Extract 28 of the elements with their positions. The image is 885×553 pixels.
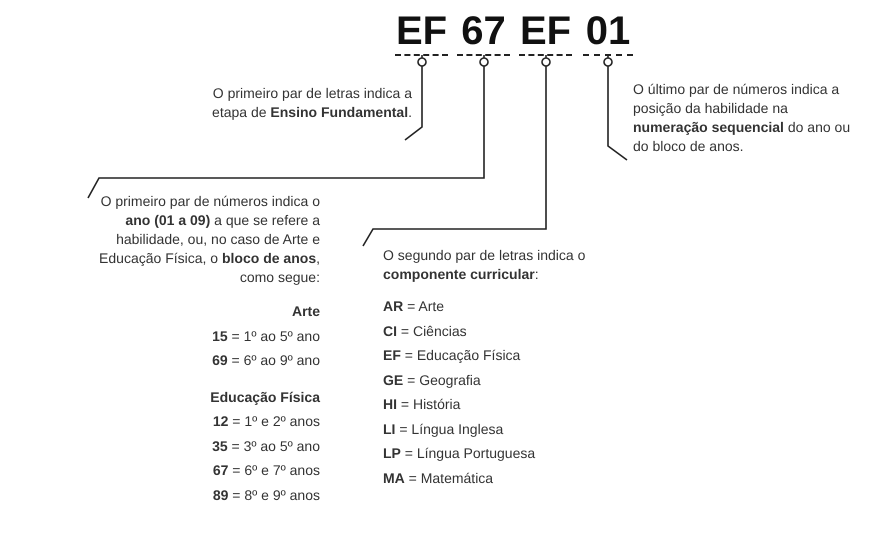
- code-list-item: 67 = 6º e 7º anos: [212, 461, 320, 480]
- group-heading: Arte: [290, 302, 320, 321]
- description-text: O primeiro par de números indica o ano (01 a 09) a que se refere a habilidade, ou, no caso de Arte e Educação Física, o bloco de anos, como segue:: [98, 192, 320, 287]
- code-list-item: EF = Educação Física: [382, 346, 522, 365]
- code-list-item: CI = Ciências: [382, 322, 468, 340]
- leader-line: [404, 55, 427, 141]
- code-segment: 01: [583, 8, 633, 56]
- code-list-item: GE = Geografia: [382, 370, 482, 390]
- code-list-item: 15 = 1º ao 5º ano: [211, 326, 320, 346]
- group-heading: Educação Física: [209, 388, 320, 407]
- code-list-item: 69 = 6º ao 9º ano: [211, 351, 320, 370]
- description-text: O último par de números indica a posição da habilidade na numeração sequencial do ano ou do bloco de anos.: [632, 80, 852, 156]
- code-list-item: 89 = 8º e 9º anos: [212, 486, 320, 504]
- leader-line: [362, 55, 551, 246]
- code-list-item: 35 = 3º ao 5º ano: [211, 436, 320, 456]
- leader-line: [603, 55, 628, 161]
- code-list-item: LI = Língua Inglesa: [382, 420, 504, 439]
- leader-line: [87, 55, 489, 198]
- code-segment: EF: [519, 8, 572, 56]
- code-list-item: LP = Língua Portuguesa: [382, 444, 536, 463]
- code-list-item: AR = Arte: [382, 297, 446, 316]
- code-list-item: MA = Matemática: [382, 468, 494, 488]
- description-text: O segundo par de letras indica o componente curricular:: [382, 246, 586, 284]
- code-list-item: 12 = 1º e 2º anos: [212, 412, 320, 431]
- code-list-item: HI = História: [382, 395, 462, 414]
- description-text: O primeiro par de letras indica a etapa de Ensino Fundamental.: [211, 84, 412, 122]
- code-segment: EF: [395, 8, 448, 56]
- code-segment: 67: [457, 8, 510, 56]
